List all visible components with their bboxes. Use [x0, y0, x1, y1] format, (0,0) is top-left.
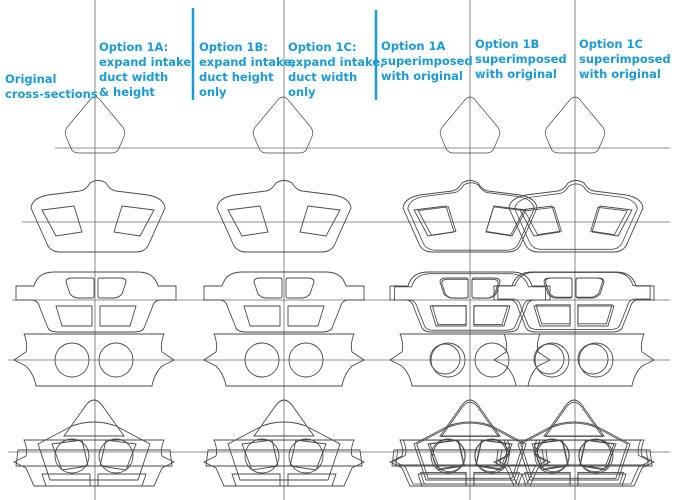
column-label-option-1c: Option 1C: expand intake, duct width onl… [288, 40, 385, 99]
plenum-section [493, 271, 655, 333]
column-label-option-1a-superimposed: Option 1A superimposed with original [381, 39, 473, 83]
intake-section [252, 96, 314, 154]
column-dividers [191, 8, 378, 100]
overlay-section [13, 399, 175, 487]
port-circle-superimposed [533, 343, 565, 375]
column-label-option-1b: Option 1B: expand intake, duct height on… [199, 40, 296, 99]
duct-section [30, 180, 166, 253]
port-circle-superimposed [577, 343, 609, 375]
port-circle-superimposed [429, 343, 461, 375]
column-label-option-1b-superimposed: Option 1B superimposed with original [475, 37, 567, 81]
column-label-option-1c-superimposed: Option 1C superimposed with original [579, 37, 671, 81]
plenum-section [15, 271, 177, 333]
column-label-original: Original cross-sections [5, 72, 98, 101]
cross-sections [13, 96, 655, 487]
overlay-section [493, 399, 655, 487]
duct-section-superimposed [407, 182, 535, 251]
axis-guides [8, 0, 670, 500]
column-label-option-1a: Option 1A: expand intake, duct width & h… [99, 40, 196, 99]
